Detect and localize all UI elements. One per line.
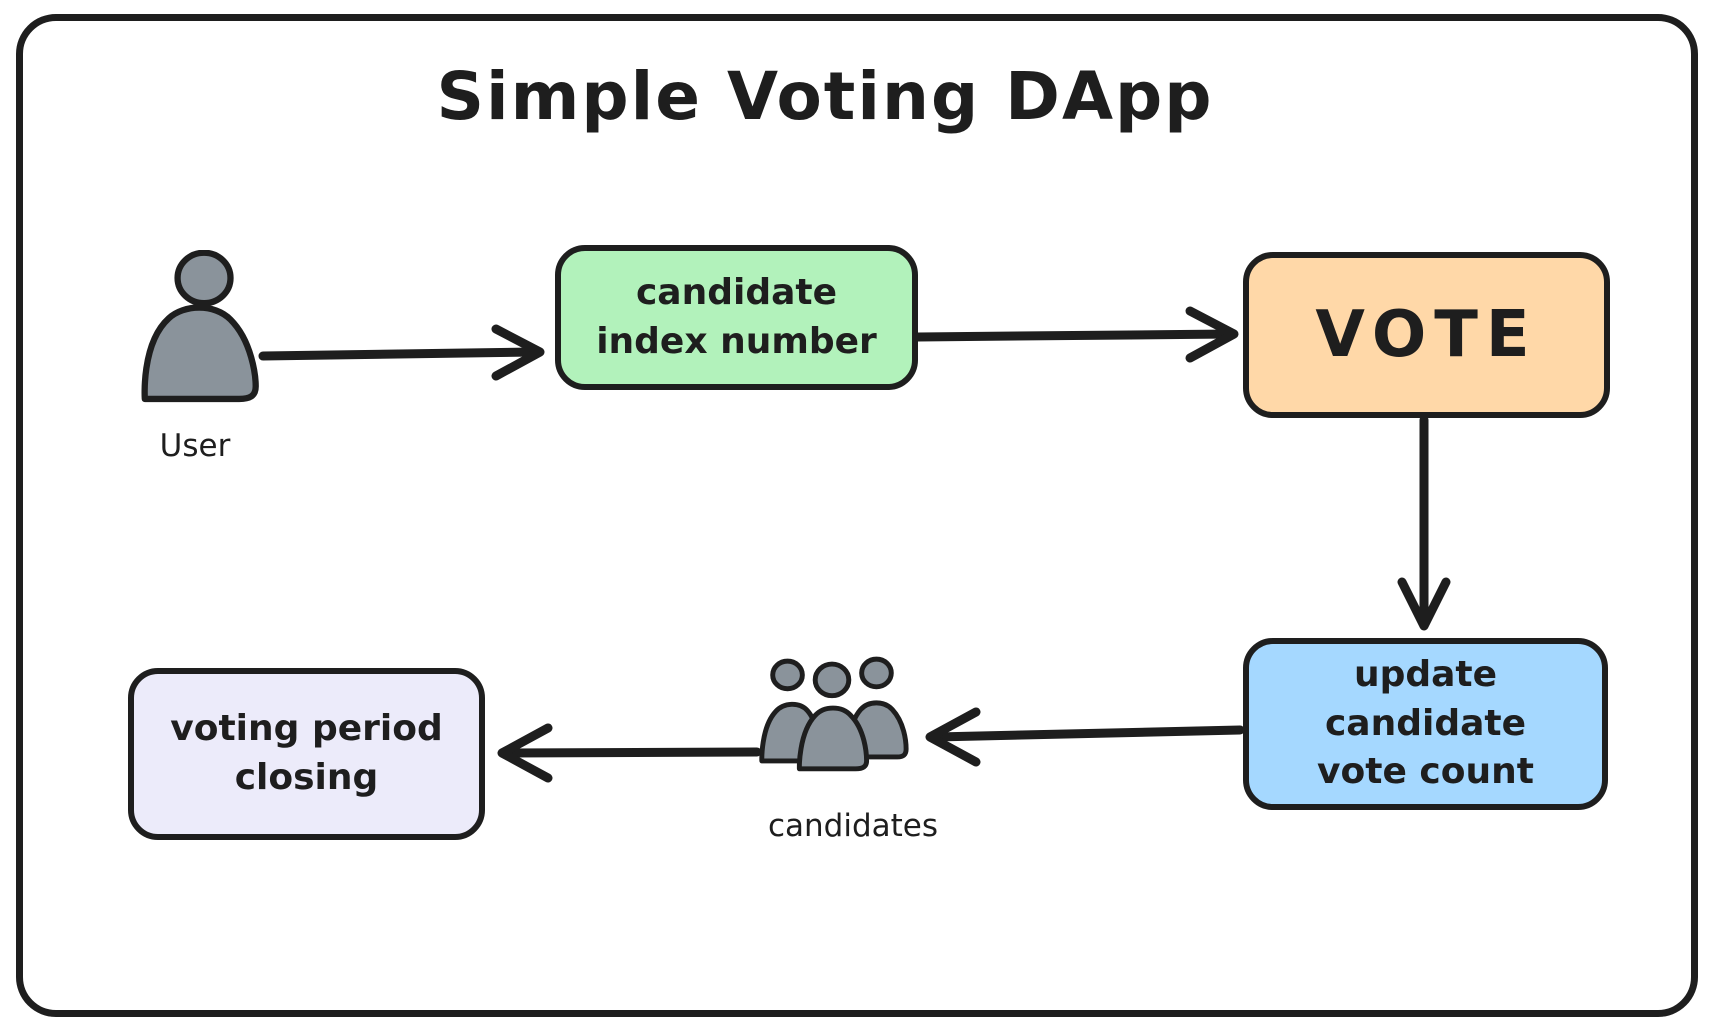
node-candidate-index-number-label: candidate index number bbox=[596, 271, 877, 362]
node-voting-period-closing-label: voting period closing bbox=[170, 708, 443, 798]
node-update-candidate-vote-count: update candidate vote count bbox=[1243, 638, 1608, 810]
candidates-icon bbox=[748, 650, 916, 778]
diagram-title: Simple Voting DApp bbox=[436, 58, 1214, 135]
node-vote: VOTE bbox=[1243, 252, 1610, 418]
user-icon bbox=[136, 249, 262, 412]
diagram-outer-frame bbox=[16, 14, 1698, 1017]
node-vote-label: VOTE bbox=[1315, 298, 1538, 372]
node-update-candidate-vote-count-label: update candidate vote count bbox=[1317, 654, 1534, 793]
node-voting-period-closing: voting period closing bbox=[128, 668, 485, 840]
user-label: User bbox=[159, 428, 231, 464]
candidates-label: candidates bbox=[767, 808, 939, 844]
node-candidate-index-number: candidate index number bbox=[555, 245, 918, 390]
